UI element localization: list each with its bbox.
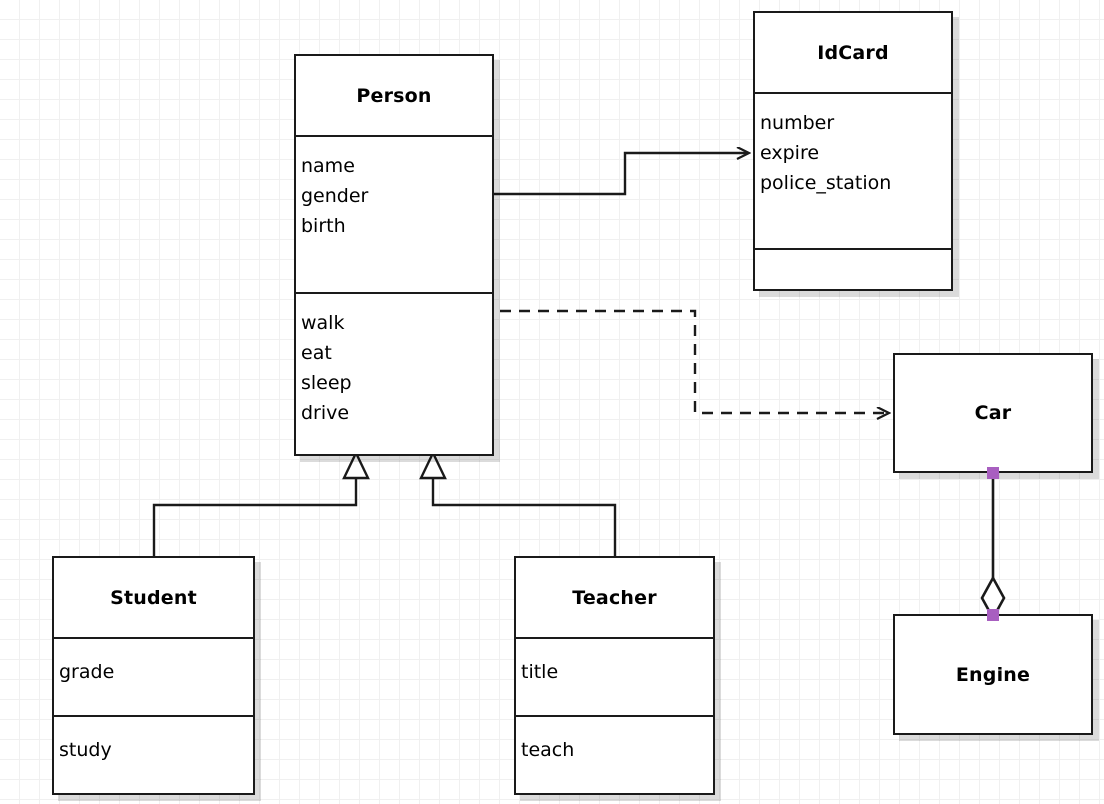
class-engine[interactable]: Engine bbox=[893, 614, 1093, 735]
class-student[interactable]: Student grade study bbox=[52, 556, 255, 795]
edge-teacher-person[interactable] bbox=[419, 450, 617, 556]
attribute: number bbox=[760, 112, 835, 134]
method: drive bbox=[301, 402, 350, 424]
inheritance-triangle-teacher bbox=[419, 450, 447, 480]
attribute: expire bbox=[760, 142, 820, 164]
class-teacher-title: Teacher bbox=[572, 586, 657, 609]
method: study bbox=[59, 739, 112, 761]
method: sleep bbox=[301, 372, 352, 394]
attribute: gender bbox=[301, 185, 369, 207]
class-person-methods: walk eat sleep drive bbox=[296, 292, 492, 458]
edge-handle-engine-end[interactable] bbox=[987, 609, 999, 621]
edge-student-person[interactable] bbox=[152, 450, 370, 556]
method: walk bbox=[301, 312, 345, 334]
class-student-title: Student bbox=[110, 586, 197, 609]
class-student-attributes: grade bbox=[54, 637, 253, 715]
class-person-title: Person bbox=[356, 84, 432, 107]
attribute: birth bbox=[301, 215, 346, 237]
class-idcard-title: IdCard bbox=[817, 41, 889, 64]
edge-handle-car-end[interactable] bbox=[987, 467, 999, 479]
attribute: police_station bbox=[760, 172, 892, 194]
class-person-attributes: name gender birth bbox=[296, 135, 492, 292]
class-teacher-attributes: title bbox=[516, 637, 713, 715]
class-teacher-methods: teach bbox=[516, 715, 713, 797]
attribute: title bbox=[521, 661, 559, 683]
edge-person-idcard[interactable] bbox=[494, 153, 748, 196]
class-idcard-attributes: number expire police_station bbox=[755, 92, 951, 248]
inheritance-triangle-student bbox=[342, 450, 370, 480]
class-student-methods: study bbox=[54, 715, 253, 797]
attribute: grade bbox=[59, 661, 115, 683]
edge-person-car[interactable] bbox=[500, 309, 888, 413]
method: teach bbox=[521, 739, 575, 761]
class-engine-title: Engine bbox=[955, 663, 1031, 686]
class-car-title: Car bbox=[974, 402, 1012, 424]
class-person[interactable]: Person name gender birth walk eat sleep … bbox=[294, 54, 494, 456]
class-teacher[interactable]: Teacher title teach bbox=[514, 556, 715, 795]
class-idcard-methods bbox=[755, 248, 951, 289]
edge-car-engine[interactable] bbox=[980, 473, 1006, 621]
attribute: name bbox=[301, 155, 355, 177]
method: eat bbox=[301, 342, 332, 364]
class-idcard[interactable]: IdCard number expire police_station bbox=[753, 11, 953, 291]
class-car[interactable]: Car bbox=[893, 353, 1093, 473]
